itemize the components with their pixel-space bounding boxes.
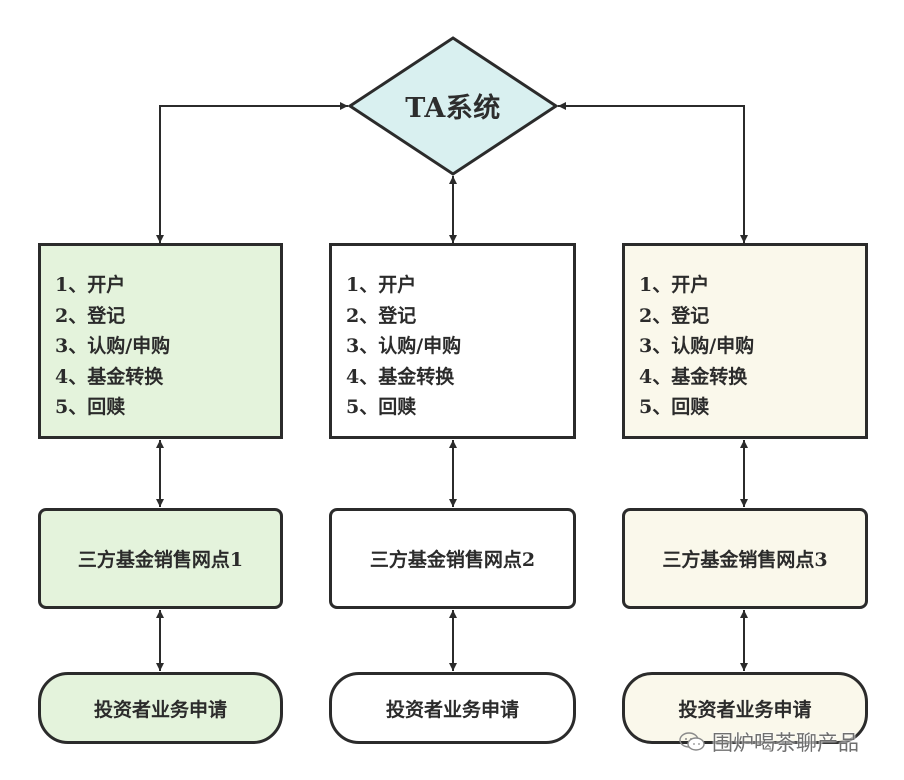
sales-point-label: 三方基金销售网点3 bbox=[662, 549, 828, 571]
investor-label: 投资者业务申请 bbox=[678, 698, 812, 721]
sales-point-box-2: 三方基金销售网点2 bbox=[329, 508, 576, 609]
operations-box-3: 1、开户 2、登记 3、认购/申购 4、基金转换 5、回赎 bbox=[622, 243, 868, 439]
operation-item: 5、回赎 bbox=[55, 396, 126, 418]
watermark-text: 围炉喝茶聊产品 bbox=[712, 731, 859, 755]
investor-label: 投资者业务申请 bbox=[385, 698, 519, 721]
operation-item: 3、认购/申购 bbox=[639, 335, 755, 357]
investor-terminal-3: 投资者业务申请 bbox=[622, 672, 868, 744]
sales-point-box-3: 三方基金销售网点3 bbox=[622, 508, 868, 609]
operation-item: 2、登记 bbox=[346, 304, 417, 327]
sales-point-box-1: 三方基金销售网点1 bbox=[38, 508, 283, 609]
investor-label: 投资者业务申请 bbox=[93, 698, 227, 721]
operation-item: 4、基金转换 bbox=[55, 365, 164, 388]
operation-item: 4、基金转换 bbox=[639, 365, 748, 388]
connector-ta-col3 bbox=[558, 102, 748, 243]
operation-item: 1、开户 bbox=[55, 274, 126, 296]
operation-item: 5、回赎 bbox=[346, 396, 417, 418]
wechat-icon bbox=[679, 732, 705, 751]
investor-terminal-1: 投资者业务申请 bbox=[38, 672, 283, 744]
ta-system-diamond bbox=[347, 36, 559, 176]
sales-point-label: 三方基金销售网点1 bbox=[77, 549, 244, 571]
operation-item: 2、登记 bbox=[55, 304, 126, 327]
operation-item: 5、回赎 bbox=[639, 396, 710, 418]
operations-box-1: 1、开户 2、登记 3、认购/申购 4、基金转换 5、回赎 bbox=[38, 243, 283, 439]
sales-point-label: 三方基金销售网点2 bbox=[369, 549, 536, 571]
connector-ta-col1 bbox=[156, 102, 348, 243]
operation-item: 3、认购/申购 bbox=[55, 335, 171, 357]
operation-item: 3、认购/申购 bbox=[346, 335, 462, 357]
operation-item: 1、开户 bbox=[346, 274, 417, 296]
ta-system-label: TA系统 bbox=[405, 93, 501, 124]
operations-box-2: 1、开户 2、登记 3、认购/申购 4、基金转换 5、回赎 bbox=[329, 243, 576, 439]
operation-item: 1、开户 bbox=[639, 274, 710, 296]
investor-terminal-2: 投资者业务申请 bbox=[329, 672, 576, 744]
operation-item: 2、登记 bbox=[639, 304, 710, 327]
operation-item: 4、基金转换 bbox=[346, 365, 455, 388]
watermark: 围炉喝茶聊产品 bbox=[678, 727, 859, 757]
